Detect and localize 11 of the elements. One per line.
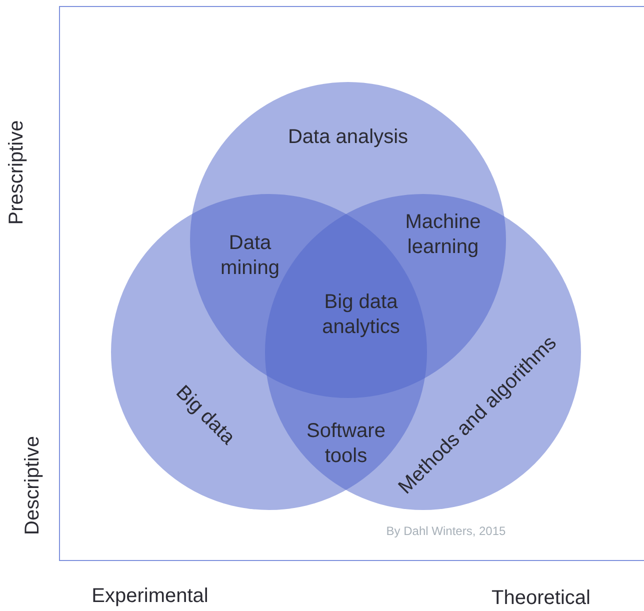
circle-label: Big data [170, 380, 240, 450]
axis-label: Theoretical [490, 586, 592, 610]
axis-label: Experimental [90, 584, 210, 608]
axis-label: Descriptive [20, 434, 44, 536]
overlap-label: Software tools [306, 419, 386, 469]
axis-label: Prescriptive [4, 118, 28, 226]
circle-label: Data analysis [286, 124, 410, 150]
overlap-label: Data mining [220, 231, 280, 281]
overlap-label: Big data analytics [321, 290, 401, 340]
overlap-label: Machine learning [404, 210, 482, 260]
credit-note: By Dahl Winters, 2015 [385, 523, 507, 539]
